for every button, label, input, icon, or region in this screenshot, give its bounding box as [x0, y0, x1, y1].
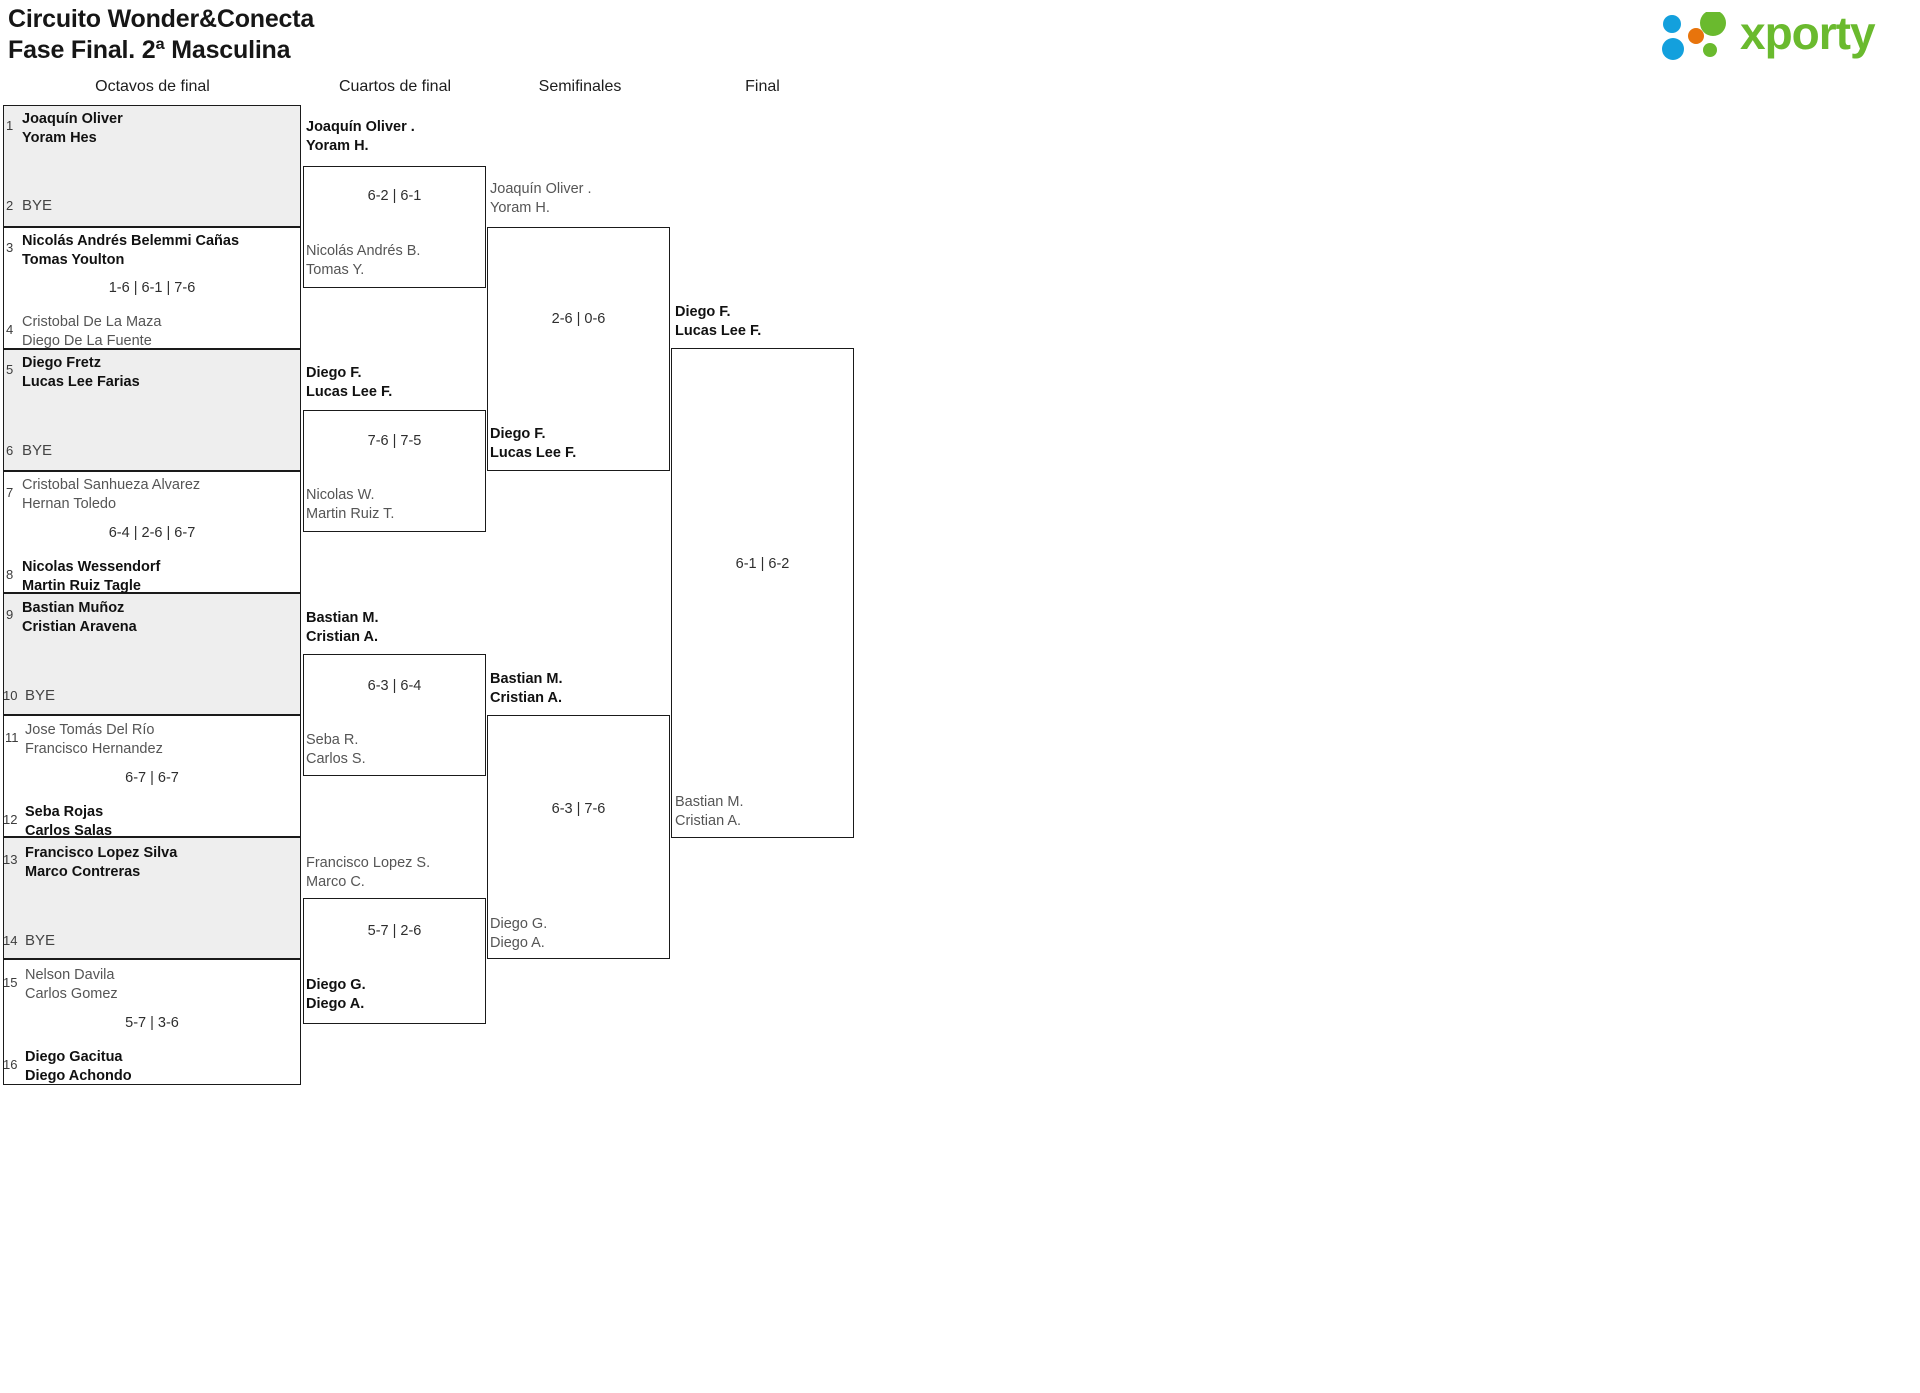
r1-seed-5: 5: [6, 362, 14, 377]
r1-entry-13: Francisco Lopez Silva Marco Contreras: [25, 845, 178, 880]
r1-seed-8: 8: [6, 567, 14, 582]
tournament-phase: Fase Final. 2ª Masculina: [8, 36, 291, 64]
r1-seed-1: 1: [6, 118, 14, 133]
r2-score-1: 6-2 | 6-1: [367, 188, 422, 204]
r1-match-1-box[interactable]: [3, 105, 301, 227]
r1-entry-16: Diego Gacitua Diego Achondo: [25, 1049, 132, 1084]
r2-score-3: 6-3 | 6-4: [367, 678, 422, 694]
round-heading-semifinales: Semifinales: [538, 78, 622, 95]
r2-score-4: 5-7 | 2-6: [367, 923, 422, 939]
tournament-name: Circuito Wonder&Conecta: [8, 5, 315, 33]
r1-entry-14: BYE: [25, 932, 56, 949]
r4-match-1-box[interactable]: [671, 348, 854, 838]
logo-dots-icon: [1662, 12, 1726, 60]
r1-seed-3: 3: [6, 240, 14, 255]
r1-entry-1: Joaquín Oliver Yoram Hes: [22, 111, 123, 146]
r2-match-4-box[interactable]: [303, 898, 486, 1024]
logo-wordmark: xporty: [1740, 7, 1876, 59]
r3-entry-4: Diego G. Diego A.: [490, 916, 548, 951]
r1-seed-16: 16: [3, 1057, 18, 1072]
r2-match-2-box[interactable]: [303, 410, 486, 532]
r1-match-8-box[interactable]: [3, 959, 301, 1085]
r1-score-6: 6-7 | 6-7: [125, 770, 179, 786]
tournament-title: Circuito Wonder&Conecta Fase Final. 2ª M…: [8, 4, 314, 66]
r1-match-4-box[interactable]: [3, 471, 301, 593]
r1-entry-8: Nicolas Wessendorf Martin Ruiz Tagle: [22, 559, 161, 594]
r1-entry-2: BYE: [22, 197, 53, 214]
round-heading-octavos: Octavos de final: [95, 78, 210, 95]
r2-entry-4: Nicolas W. Martin Ruiz T.: [306, 487, 395, 522]
r1-entry-10: BYE: [25, 687, 56, 704]
round-heading-cuartos: Cuartos de final: [338, 78, 452, 95]
r2-entry-5: Bastian M. Cristian A.: [306, 610, 379, 645]
r2-entry-6: Seba R. Carlos S.: [306, 732, 366, 767]
r2-match-1-box[interactable]: [303, 166, 486, 288]
r1-seed-7: 7: [6, 485, 14, 500]
r1-seed-2: 2: [6, 198, 14, 213]
r1-seed-11: 11: [5, 730, 19, 745]
r2-entry-2: Nicolás Andrés B. Tomas Y.: [306, 243, 421, 278]
r1-seed-14: 14: [3, 933, 18, 948]
r1-entry-5: Diego Fretz Lucas Lee Farias: [22, 355, 140, 390]
r1-entry-6: BYE: [22, 442, 53, 459]
r1-entry-3: Nicolás Andrés Belemmi Cañas Tomas Yoult…: [22, 233, 240, 268]
r3-match-1-box[interactable]: [487, 227, 670, 471]
r1-entry-12: Seba Rojas Carlos Salas: [25, 804, 113, 839]
r1-match-7-box[interactable]: [3, 837, 301, 959]
r3-entry-1: Joaquín Oliver . Yoram H.: [490, 181, 592, 216]
r4-score-1: 6-1 | 6-2: [735, 556, 790, 572]
r1-score-2: 1-6 | 6-1 | 7-6: [108, 280, 196, 296]
r1-seed-9: 9: [6, 607, 14, 622]
r1-entry-9: Bastian Muñoz Cristian Aravena: [22, 600, 137, 635]
r1-score-8: 5-7 | 3-6: [125, 1015, 179, 1031]
r1-seed-4: 4: [6, 322, 14, 337]
r1-entry-7: Cristobal Sanhueza Alvarez Hernan Toledo: [22, 477, 201, 512]
r1-match-6-box[interactable]: [3, 715, 301, 837]
r1-match-3-box[interactable]: [3, 349, 301, 471]
r2-match-3-box[interactable]: [303, 654, 486, 776]
r2-entry-7: Francisco Lopez S. Marco C.: [306, 855, 431, 890]
r3-score-1: 2-6 | 0-6: [551, 311, 606, 327]
r1-entry-4: Cristobal De La Maza Diego De La Fuente: [22, 314, 162, 349]
r4-entry-1: Diego F. Lucas Lee F.: [675, 304, 762, 339]
r1-seed-15: 15: [3, 975, 18, 990]
xporty-logo: xporty: [1658, 7, 1908, 62]
r2-entry-8: Diego G. Diego A.: [306, 977, 366, 1012]
r1-seed-12: 12: [3, 812, 18, 827]
r3-entry-2: Diego F. Lucas Lee F.: [490, 426, 577, 461]
r2-entry-1: Joaquín Oliver . Yoram H.: [306, 119, 415, 154]
r1-seed-10: 10: [3, 688, 18, 703]
r1-entry-11: Jose Tomás Del Río Francisco Hernandez: [25, 722, 163, 757]
r1-entry-15: Nelson Davila Carlos Gomez: [25, 967, 118, 1002]
r1-seed-6: 6: [6, 443, 14, 458]
r1-seed-13: 13: [3, 852, 18, 867]
r3-score-2: 6-3 | 7-6: [551, 801, 606, 817]
r2-score-2: 7-6 | 7-5: [367, 433, 422, 449]
r1-match-5-box[interactable]: [3, 593, 301, 715]
r1-score-4: 6-4 | 2-6 | 6-7: [108, 525, 196, 541]
r3-entry-3: Bastian M. Cristian A.: [490, 671, 563, 706]
r4-entry-2: Bastian M. Cristian A.: [675, 794, 744, 829]
r2-entry-3: Diego F. Lucas Lee F.: [306, 365, 393, 400]
r1-match-2-box[interactable]: [3, 227, 301, 349]
round-heading-final: Final: [745, 78, 780, 95]
r3-match-2-box[interactable]: [487, 715, 670, 959]
